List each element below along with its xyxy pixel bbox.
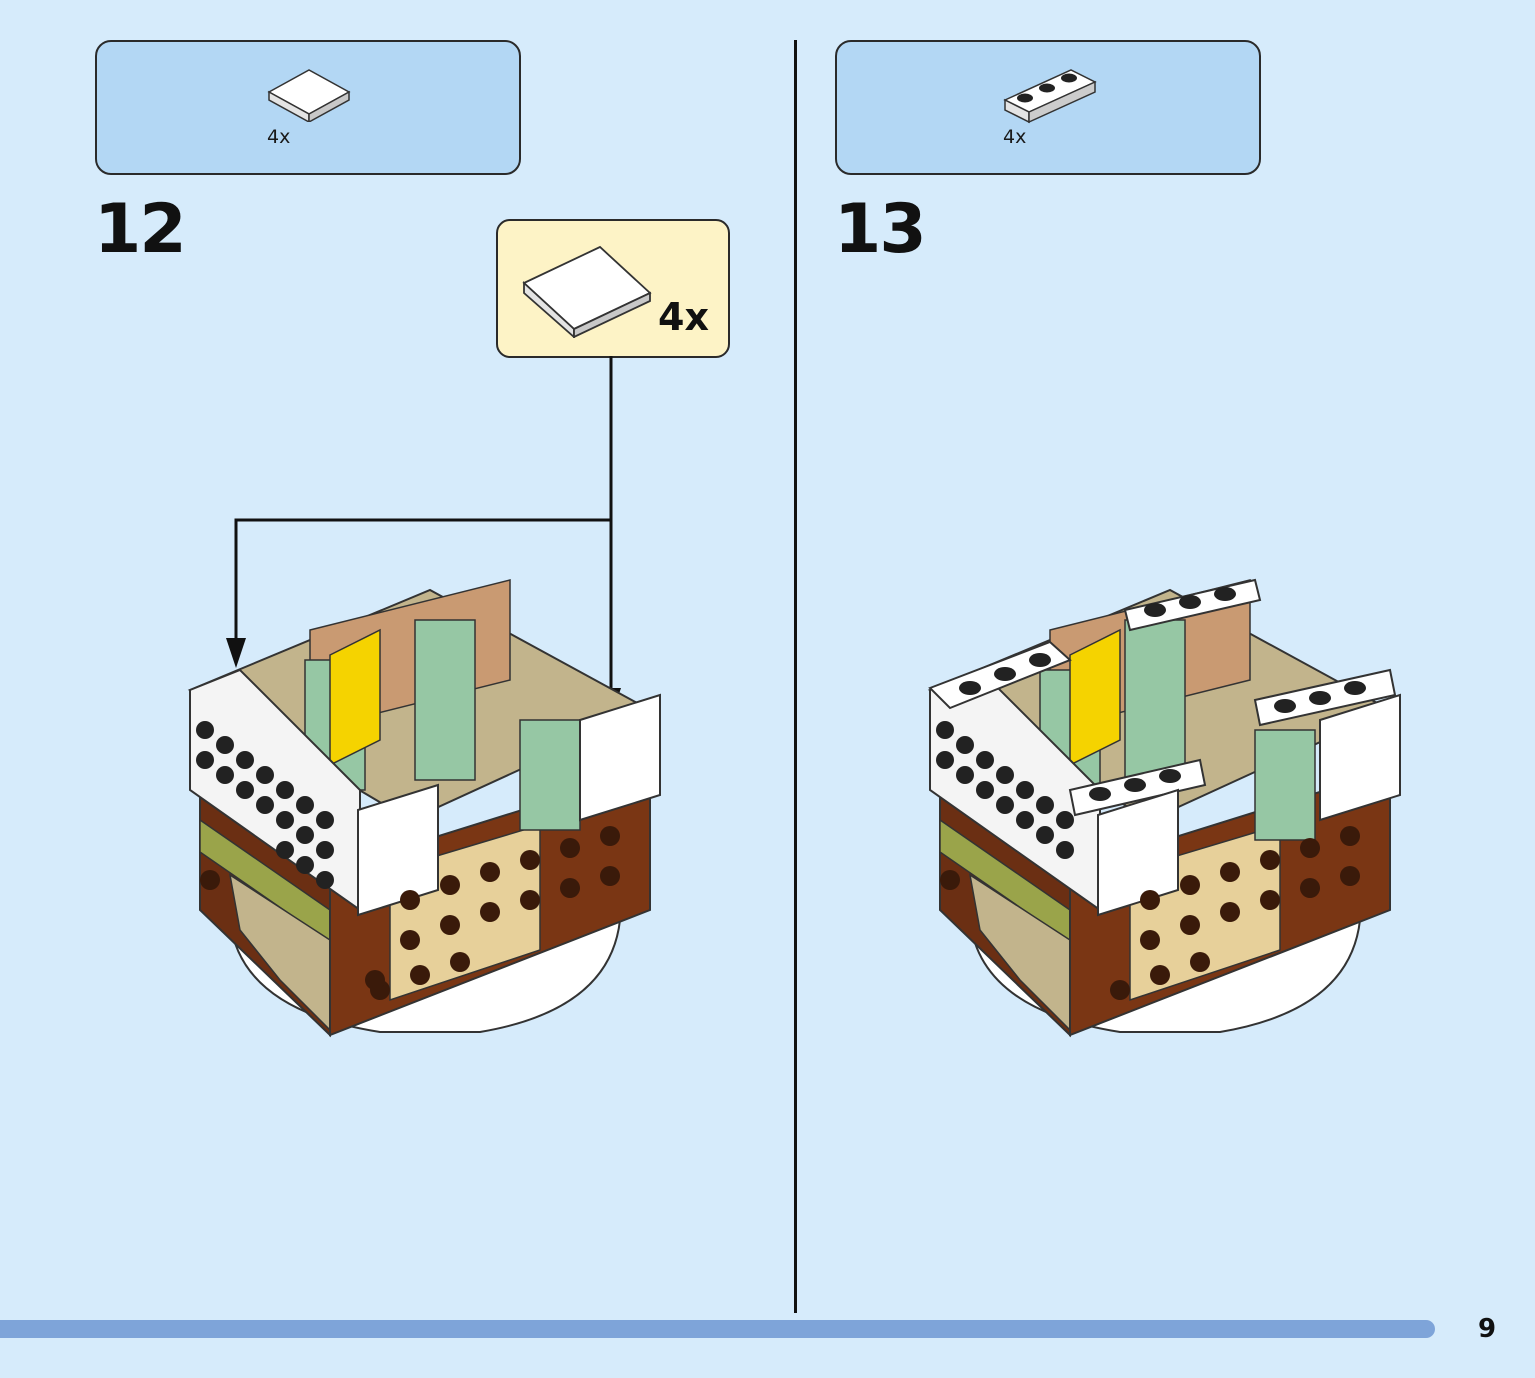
white-tile-2x2-icon [267, 69, 351, 122]
step-12-parts-count: 4x [267, 126, 291, 148]
step-13-model [927, 578, 1401, 1038]
page-number: 9 [1478, 1314, 1497, 1344]
step-12-callout: 4x [496, 219, 730, 358]
white-plate-1x3-icon [1003, 69, 1097, 124]
step-12-number: 12 [94, 190, 187, 269]
step-12-callout-count: 4x [658, 295, 709, 339]
progress-bar [0, 1320, 1435, 1338]
step-12-model [187, 579, 661, 1038]
step-13-parts-count: 4x [1003, 126, 1027, 148]
white-tile-callout-icon [522, 245, 652, 338]
step-12-parts-list: 4x [95, 40, 521, 175]
arrow-left-head [226, 638, 246, 668]
step-divider [794, 40, 797, 1313]
step-13-number: 13 [834, 190, 927, 269]
step-13-parts-list: 4x [835, 40, 1261, 175]
